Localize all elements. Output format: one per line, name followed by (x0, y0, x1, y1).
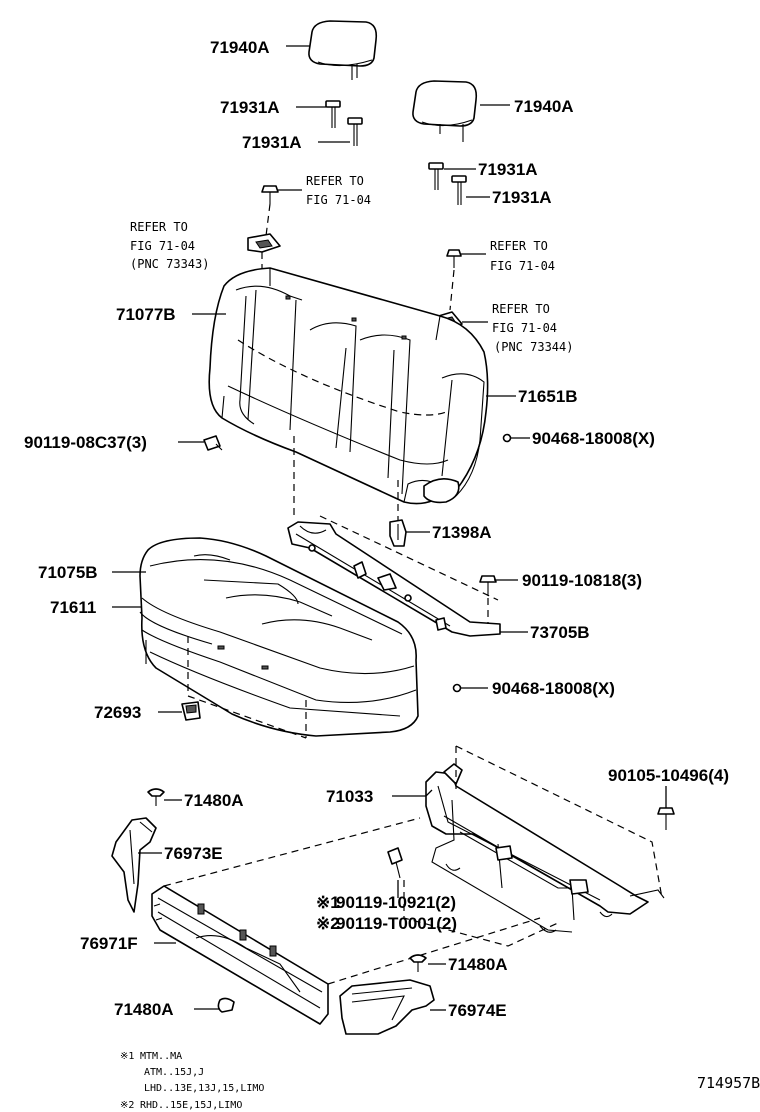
headrest-left[interactable] (308, 20, 378, 80)
bolt-10921[interactable] (387, 847, 403, 879)
refer-right1-line1: REFER TO (490, 239, 548, 253)
footnote-line3: LHD..13E,13J,15,LIMO (144, 1083, 264, 1094)
footnote-line4: RHD..15E,15J,LIMO (140, 1100, 242, 1111)
label-90119-08c37: 90119-08C37(3) (24, 433, 147, 452)
refer-top-line1: REFER TO (306, 174, 364, 188)
label-90105-10496: 90105-10496(4) (608, 766, 729, 785)
footnote-mark-1: ※1 (120, 1051, 134, 1062)
bolt-top[interactable] (261, 185, 279, 204)
cover-76974e[interactable] (339, 979, 435, 1035)
label-90468-18008-back: 90468-18008(X) (532, 429, 655, 448)
label-71611: 71611 (50, 598, 96, 617)
footnote-line1: MTM..MA (140, 1051, 182, 1062)
label-76971f: 76971F (80, 934, 138, 953)
bolt-08c37[interactable] (203, 435, 223, 451)
label-71931a-2: 71931A (242, 133, 302, 152)
label-71398a: 71398A (432, 523, 492, 542)
label-76974e: 76974E (448, 1001, 507, 1020)
label-76973e: 76973E (164, 844, 223, 863)
label-71480a-upper: 71480A (184, 791, 244, 810)
clip-lower-left[interactable] (217, 997, 235, 1013)
hook-72693[interactable] (181, 701, 201, 721)
marker-1: ※1 (316, 893, 340, 912)
marker-2: ※2 (316, 914, 340, 933)
label-71480a-lower-right: 71480A (448, 955, 508, 974)
refer-right1-line2: FIG 71-04 (490, 259, 555, 273)
seat-back[interactable] (208, 267, 489, 505)
clip-lower-right[interactable] (409, 954, 427, 972)
label-90119-10818: 90119-10818(3) (522, 571, 642, 590)
label-71940a-left: 71940A (210, 38, 270, 57)
frame-71033[interactable] (425, 763, 665, 933)
label-73705b: 73705B (530, 623, 590, 642)
label-90119-t0001: 90119-T0001(2) (336, 914, 457, 933)
label-71931a-3: 71931A (478, 160, 538, 179)
headrest-right[interactable] (412, 80, 478, 142)
refer-left-line3: (PNC 73343) (130, 257, 209, 271)
guide-3[interactable] (428, 162, 444, 190)
label-90119-10921: 90119-10921(2) (336, 893, 456, 912)
seat-cushion[interactable] (139, 537, 419, 737)
refer-right2-line1: REFER TO (492, 302, 550, 316)
refer-left-line1: REFER TO (130, 220, 188, 234)
footnote-line2: ATM..15J,J (144, 1067, 204, 1078)
guide-1[interactable] (325, 100, 341, 128)
refer-left-line2: FIG 71-04 (130, 239, 195, 253)
footnote-mark-2: ※2 (120, 1100, 134, 1111)
label-71931a-1: 71931A (220, 98, 280, 117)
clip-upper[interactable] (147, 788, 165, 806)
label-71480a-lower-left: 71480A (114, 1000, 174, 1019)
label-71940a-right: 71940A (514, 97, 574, 116)
label-71651b: 71651B (518, 387, 578, 406)
clip-back[interactable] (502, 433, 512, 443)
label-71075b: 71075B (38, 563, 98, 582)
bracket-73705b[interactable] (287, 521, 501, 637)
refer-right2-line3: (PNC 73344) (494, 340, 573, 354)
clip-cushion[interactable] (452, 683, 462, 693)
strap-bracket-left[interactable] (247, 233, 281, 253)
leader-lines (112, 45, 667, 1011)
figure-id: 714957B (697, 1074, 760, 1092)
bolt-10818[interactable] (479, 575, 497, 596)
bolt-right-ref[interactable] (446, 249, 462, 268)
label-71077b: 71077B (116, 305, 176, 324)
bolt-10496[interactable] (657, 807, 675, 830)
cover-76971f[interactable] (151, 885, 329, 1025)
label-90468-18008-cushion: 90468-18008(X) (492, 679, 615, 698)
refer-top-line2: FIG 71-04 (306, 193, 371, 207)
label-71033: 71033 (326, 787, 373, 806)
hinge-71398a[interactable] (389, 519, 407, 547)
guide-4[interactable] (451, 175, 467, 205)
cover-76973e[interactable] (111, 817, 157, 913)
refer-right2-line2: FIG 71-04 (492, 321, 557, 335)
label-71931a-4: 71931A (492, 188, 552, 207)
label-72693: 72693 (94, 703, 141, 722)
guide-2[interactable] (347, 117, 363, 146)
